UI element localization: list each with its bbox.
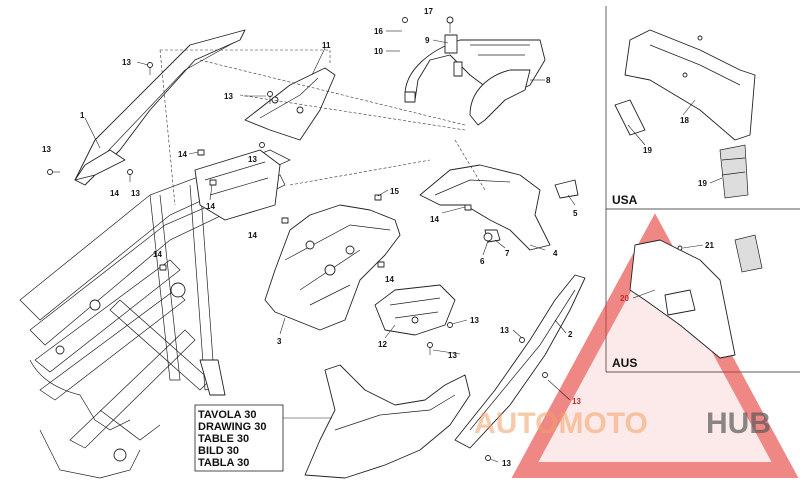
callout-18: 18 (680, 116, 689, 125)
callout-13: 13 (572, 397, 581, 406)
part-3-undertray (264, 204, 401, 331)
callout-14: 14 (110, 189, 119, 198)
callout-labels: 1 13 13 13 14 13 11 16 17 9 10 8 14 13 1… (42, 7, 714, 468)
clip-icon (377, 261, 385, 268)
callout-13: 13 (248, 155, 257, 164)
screw-icon (447, 322, 453, 328)
nut-icon (483, 232, 493, 242)
part-11-tail-cover (244, 67, 336, 141)
screw-icon (519, 337, 525, 343)
callout-13: 13 (502, 459, 511, 468)
callout-14: 14 (430, 215, 439, 224)
screw-icon (677, 245, 683, 251)
watermark-text-part2: HUB (706, 407, 771, 440)
callout-8: 8 (546, 76, 551, 85)
region-aus-label: AUS (612, 356, 637, 370)
screw-icon (402, 17, 408, 23)
screw-icon (267, 91, 273, 104)
callout-14: 14 (248, 231, 257, 240)
table-label-line-1: TAVOLA 30 (198, 409, 256, 421)
table-label-line-5: TABLA 30 (198, 457, 249, 469)
table-label-line-2: DRAWING 30 (198, 421, 266, 433)
main-frame (19, 149, 291, 479)
screw-icon (47, 169, 60, 175)
callout-3: 3 (277, 337, 282, 346)
table-label-box: TAVOLA 30 DRAWING 30 TABLE 30 BILD 30 TA… (194, 404, 284, 472)
screw-icon (127, 169, 133, 182)
callout-13: 13 (224, 92, 233, 101)
part-1-side-rail (74, 29, 246, 186)
screw-icon (259, 142, 265, 148)
screw-icon (542, 372, 548, 378)
screw-icon (485, 455, 491, 461)
watermark-logo: AUTOMOTO HUB (474, 407, 771, 440)
watermark-text-part1: AUTOMOTO (474, 407, 648, 440)
clip-icon (374, 194, 382, 201)
callout-6: 6 (480, 257, 485, 266)
callout-4: 4 (553, 249, 558, 258)
callout-14: 14 (153, 250, 162, 259)
leader-lines (84, 30, 723, 463)
clip-icon (281, 217, 289, 224)
part-8-grab-handle (404, 34, 546, 126)
callout-13: 13 (448, 351, 457, 360)
clip-icon (197, 149, 205, 156)
callout-5: 5 (573, 209, 578, 218)
callout-2: 2 (568, 330, 573, 339)
screw-icon (446, 16, 454, 33)
callout-10: 10 (374, 47, 383, 56)
callout-13: 13 (470, 316, 479, 325)
callout-12: 12 (378, 340, 387, 349)
table-label-line-3: TABLE 30 (198, 433, 249, 445)
usa-plate-holder (614, 29, 756, 199)
part-12-plate (374, 284, 456, 336)
part-5-clip (554, 179, 579, 199)
table-label-line-4: BILD 30 (198, 445, 239, 457)
callout-13: 13 (122, 58, 131, 67)
callout-9: 9 (425, 36, 430, 45)
clip-icon (159, 264, 167, 271)
lower-side-panel (304, 364, 471, 479)
part-2-rear-fender (454, 274, 586, 449)
aus-plate-holder (629, 234, 763, 359)
callout-14: 14 (206, 202, 215, 211)
callout-16: 16 (374, 27, 383, 36)
callout-14: 14 (385, 275, 394, 284)
screw-icon (147, 62, 153, 75)
region-usa-label: USA (612, 193, 638, 207)
callout-15: 15 (390, 187, 399, 196)
callout-19: 19 (698, 179, 707, 188)
screw-icon (427, 342, 433, 355)
callout-20: 20 (620, 294, 629, 303)
callout-17: 17 (424, 7, 433, 16)
clip-icon (464, 204, 472, 211)
callout-11: 11 (322, 41, 331, 50)
callout-19: 19 (643, 146, 652, 155)
guide-lines (159, 49, 486, 206)
callout-13: 13 (131, 189, 140, 198)
callout-1: 1 (80, 111, 85, 120)
callout-14: 14 (178, 150, 187, 159)
callout-13: 13 (42, 145, 51, 154)
clip-icon (209, 179, 217, 186)
callout-21: 21 (705, 241, 714, 250)
screw-icon (697, 35, 703, 41)
callout-7: 7 (505, 249, 510, 258)
callout-13: 13 (500, 326, 509, 335)
